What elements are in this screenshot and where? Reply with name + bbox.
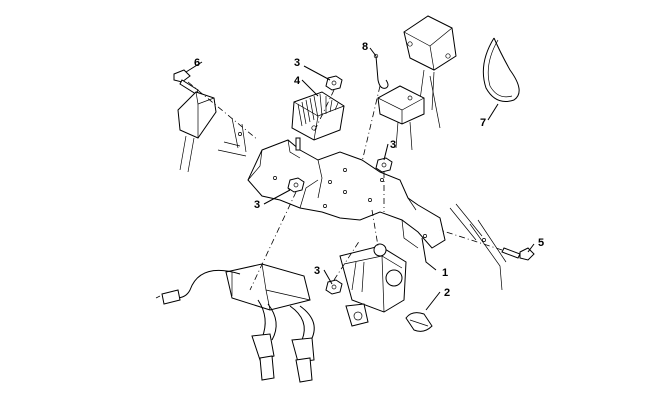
ignition-coil	[155, 263, 311, 311]
nut-lower	[325, 279, 343, 295]
wire-clip-eight	[373, 53, 389, 89]
nut-bracket-left	[287, 177, 305, 193]
callout-5: 5	[538, 237, 544, 249]
bolt-five	[501, 247, 535, 261]
regulator-assembly	[339, 243, 407, 327]
frame-rails-right	[449, 203, 507, 291]
leader-lines	[185, 47, 535, 311]
callout-3-left: 3	[254, 199, 260, 211]
clip-two	[405, 312, 433, 332]
callout-1: 1	[442, 267, 448, 279]
callout-3-bottom: 3	[314, 265, 320, 277]
callout-2: 2	[444, 287, 450, 299]
callout-8: 8	[362, 41, 368, 53]
left-mount-block	[177, 91, 217, 173]
middle-upper-block	[377, 75, 441, 151]
nut-module	[325, 75, 343, 91]
cable-tie-seven	[482, 37, 520, 102]
frame-rails-left	[217, 117, 247, 157]
callout-7: 7	[480, 117, 486, 129]
bracket-stud	[295, 137, 301, 151]
spark-plug-wires	[251, 299, 315, 383]
top-cover	[403, 15, 457, 111]
nut-bracket-right	[375, 157, 393, 173]
assembly-lines	[187, 81, 503, 291]
mounting-bracket	[247, 139, 446, 249]
callout-6: 6	[194, 57, 200, 69]
callout-3-top: 3	[294, 57, 300, 69]
callout-4: 4	[294, 75, 301, 87]
bolt-six	[173, 69, 199, 95]
callout-3-right: 3	[390, 139, 396, 151]
electronic-module	[291, 91, 345, 141]
